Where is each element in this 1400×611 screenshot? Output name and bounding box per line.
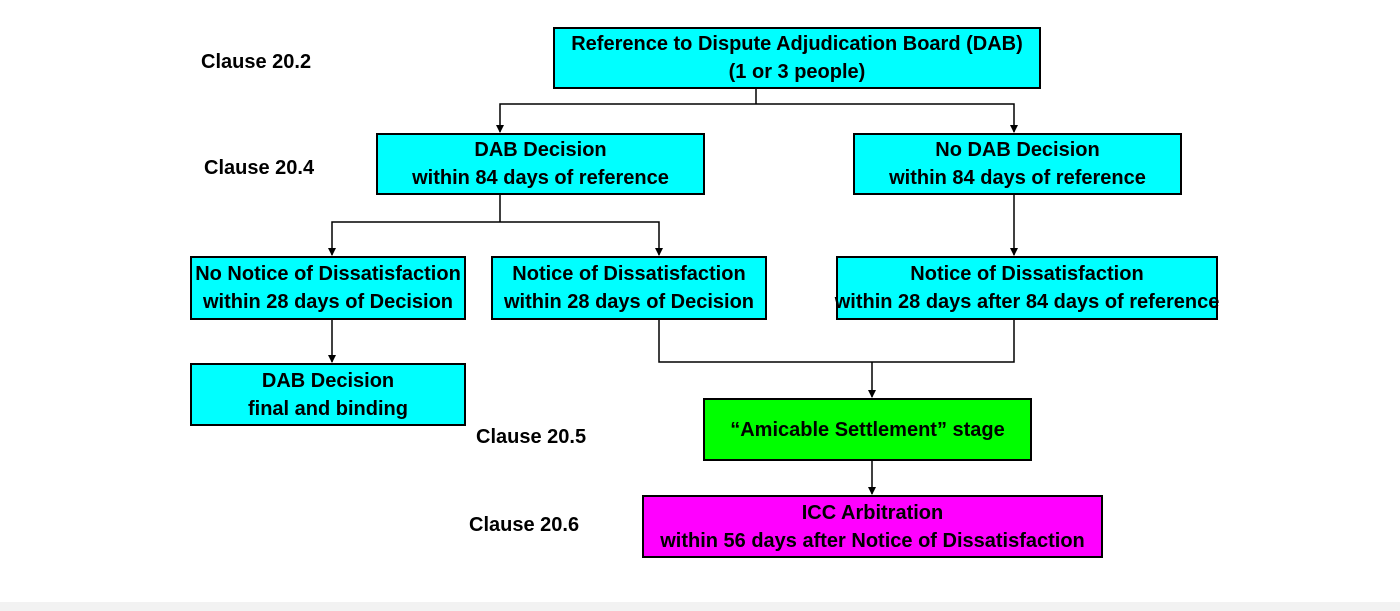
reference-to-dab-box: Reference to Dispute Adjudication Board … xyxy=(553,27,1041,89)
amicable-settlement-box: “Amicable Settlement” stage xyxy=(703,398,1032,461)
final-binding-title: DAB Decision xyxy=(261,369,395,392)
final-binding-subtitle: final and binding xyxy=(248,397,408,420)
reference-to-dab-title: Reference to Dispute Adjudication Board … xyxy=(571,33,1023,55)
connector-to-notice-decision xyxy=(500,221,663,256)
connector-notices-merge xyxy=(658,319,1015,363)
icc-arbitration-title: ICC Arbitration xyxy=(801,501,944,524)
connector-to-no-dab-decision xyxy=(756,103,1018,133)
notice-reference-title: Notice of Dissatisfaction xyxy=(910,263,1144,285)
icc-arbitration-subtitle: within 56 days after Notice of Dissatisf… xyxy=(660,529,1085,552)
no-dab-decision-box: No DAB Decision within 84 days of refere… xyxy=(853,133,1182,195)
notice-decision-subtitle: within 28 days of Decision xyxy=(503,291,755,313)
notice-reference-subtitle: within 28 days after 84 days of referenc… xyxy=(834,291,1220,313)
dab-decision-title: DAB Decision xyxy=(474,139,607,161)
bottom-divider xyxy=(0,602,1400,611)
dab-decision-subtitle: within 84 days of reference xyxy=(412,167,669,189)
clause-20-4-label: Clause 20.4 xyxy=(204,157,315,179)
reference-to-dab-subtitle: (1 or 3 people) xyxy=(728,61,866,83)
notice-decision-title: Notice of Dissatisfaction xyxy=(512,263,746,285)
connector-to-dab-decision xyxy=(496,103,756,133)
connector-to-no-notice xyxy=(328,221,500,256)
notice-of-dissatisfaction-decision-box: Notice of Dissatisfaction within 28 days… xyxy=(491,256,767,320)
dab-decision-box: DAB Decision within 84 days of reference xyxy=(376,133,705,195)
clause-20-6-label: Clause 20.6 xyxy=(469,514,580,536)
clause-20-5-label: Clause 20.5 xyxy=(476,426,587,448)
amicable-settlement-title: “Amicable Settlement” stage xyxy=(730,418,1005,441)
notice-of-dissatisfaction-reference-box: Notice of Dissatisfaction within 28 days… xyxy=(834,256,1220,320)
clause-20-2-label: Clause 20.2 xyxy=(201,51,312,73)
icc-arbitration-box: ICC Arbitration within 56 days after Not… xyxy=(642,495,1103,558)
no-notice-title: No Notice of Dissatisfaction xyxy=(195,263,461,285)
dab-decision-final-box: DAB Decision final and binding xyxy=(190,363,466,426)
no-notice-of-dissatisfaction-box: No Notice of Dissatisfaction within 28 d… xyxy=(190,256,466,320)
no-dab-decision-title: No DAB Decision xyxy=(935,139,1100,161)
no-notice-subtitle: within 28 days of Decision xyxy=(202,291,454,313)
no-dab-decision-subtitle: within 84 days of reference xyxy=(889,167,1146,189)
